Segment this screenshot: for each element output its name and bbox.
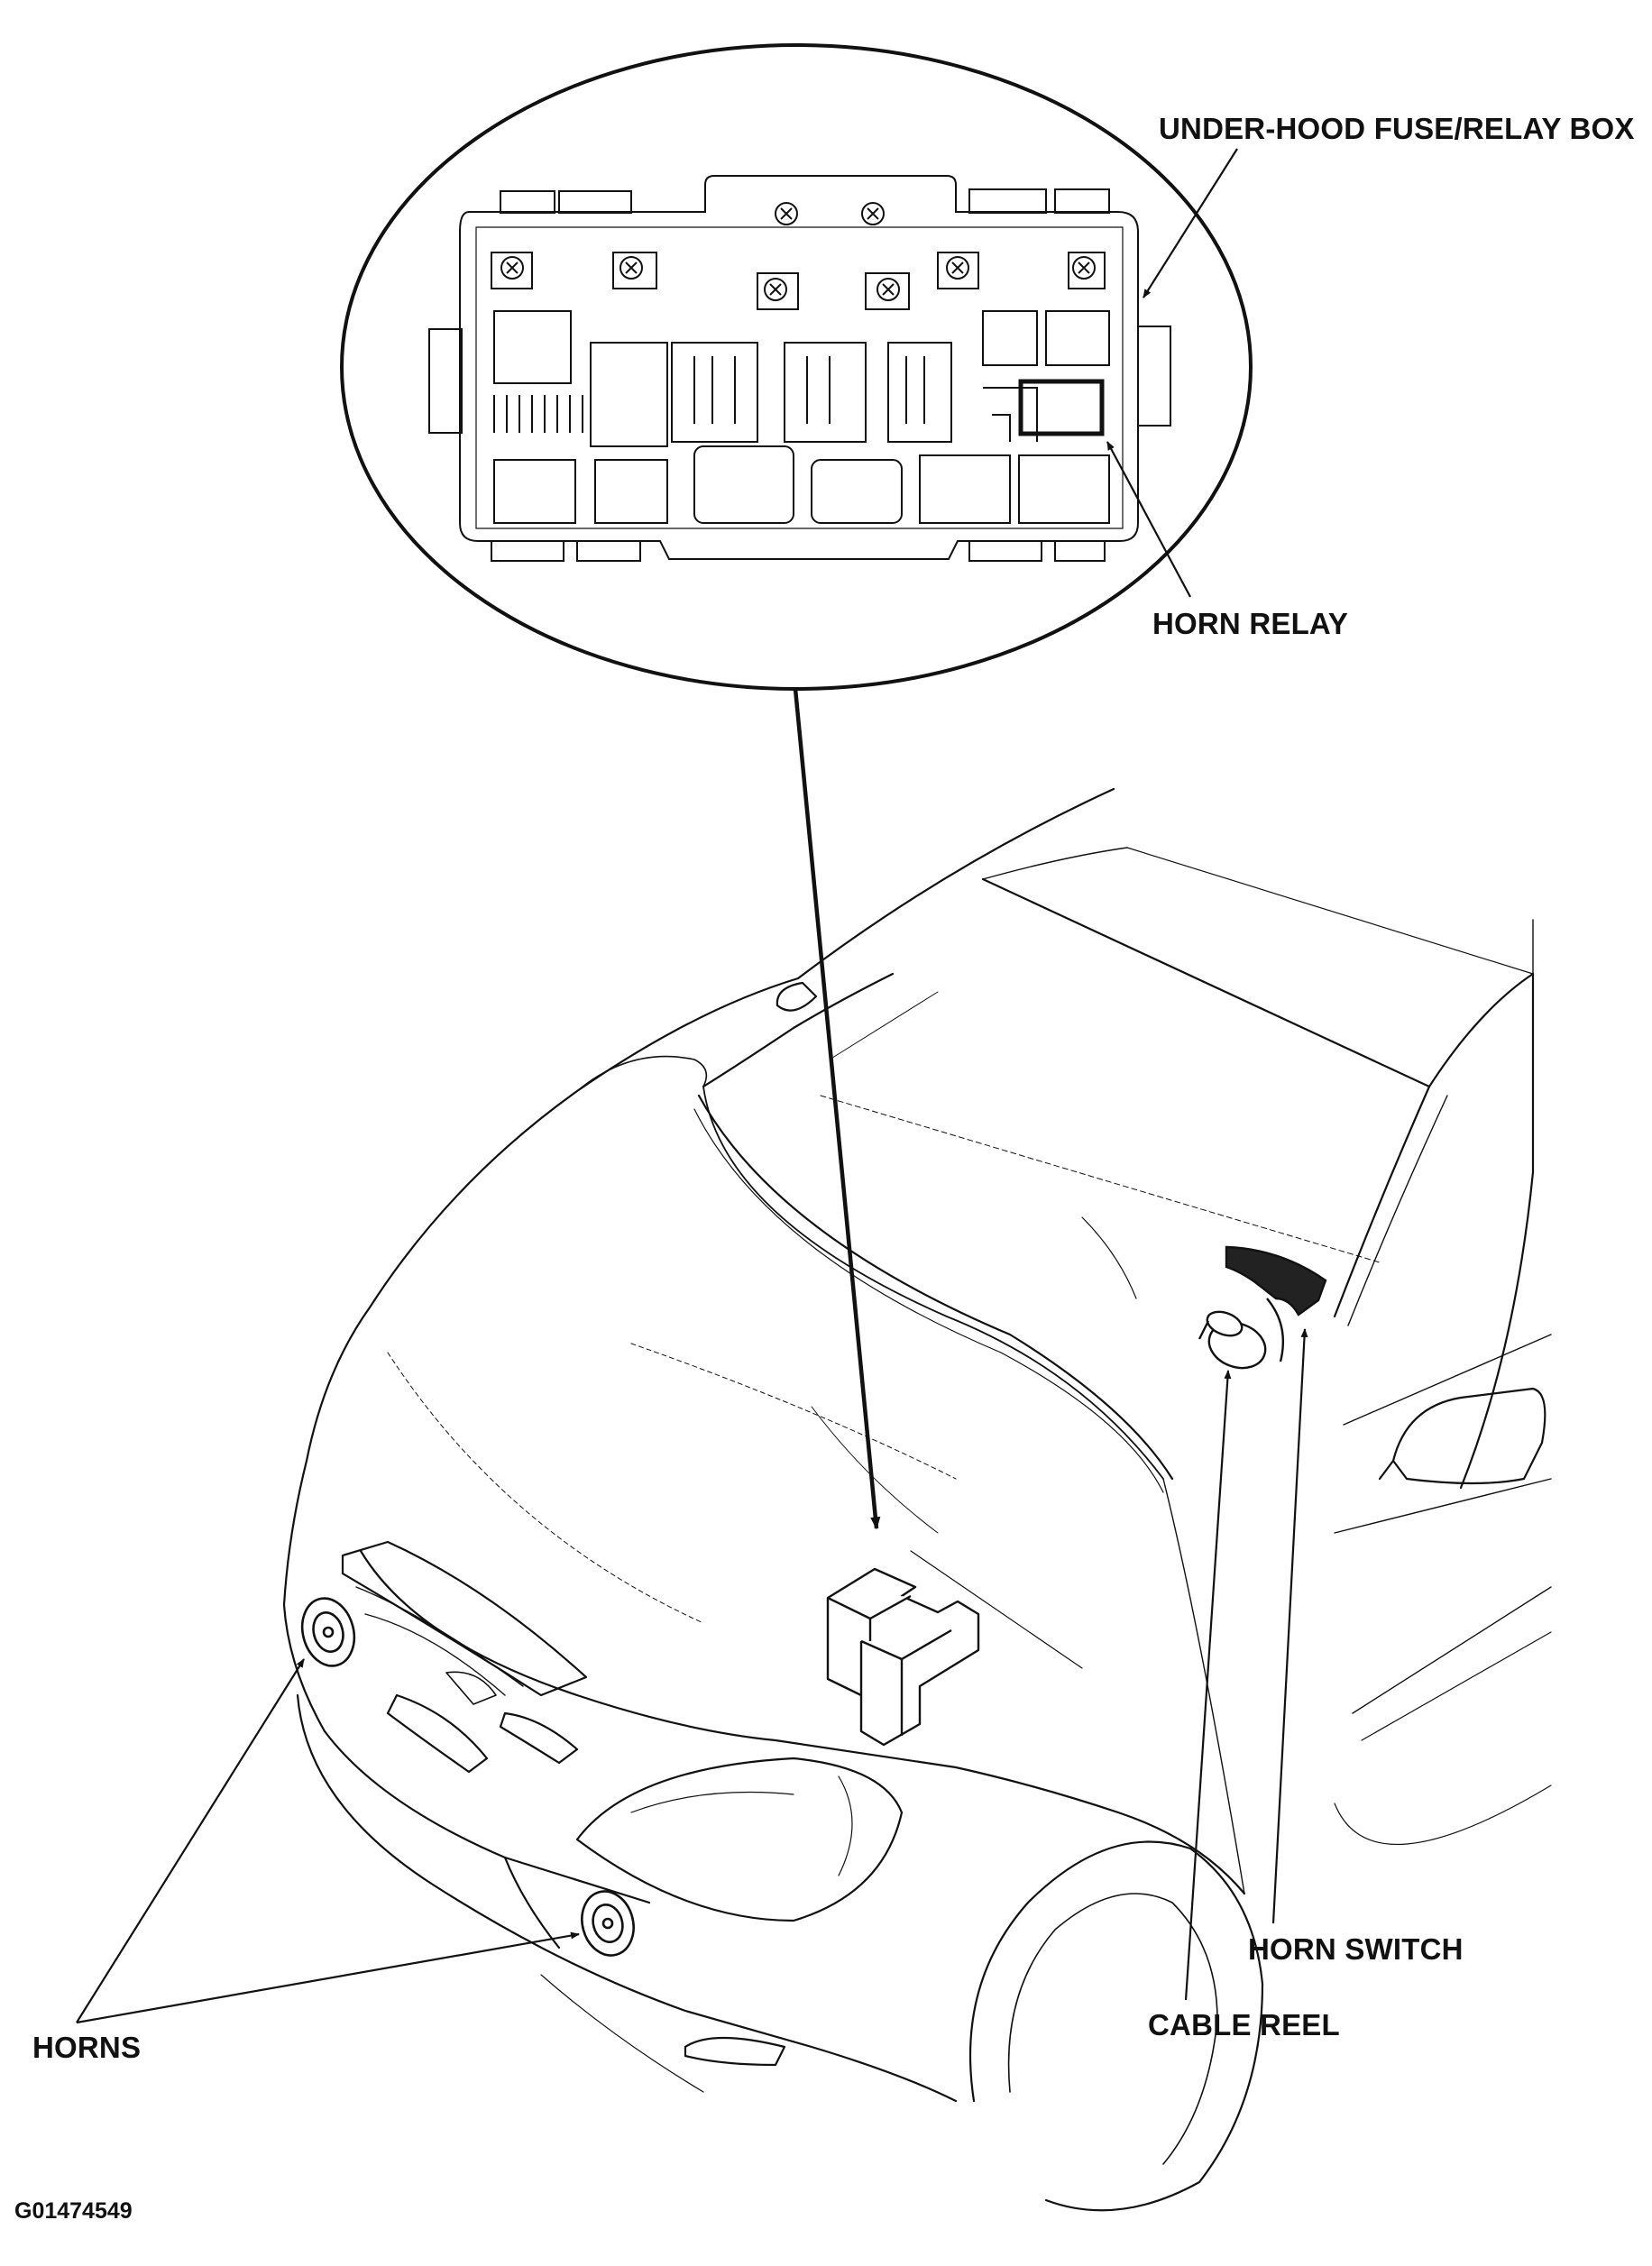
horn-relay-leader	[1106, 441, 1191, 598]
horns-leader-right	[76, 1931, 580, 2024]
fuse-relay-box	[428, 175, 1171, 562]
horn-switch	[1225, 1245, 1327, 1362]
horn-right	[581, 1890, 635, 1957]
label-horn-relay: HORN RELAY	[1152, 607, 1349, 640]
horns-leader-left	[76, 1658, 305, 2023]
horn-left	[300, 1597, 356, 1667]
under-hood-fuse-relay-box-location	[826, 1567, 980, 1747]
label-cable-reel: CABLE REEL	[1148, 2008, 1340, 2041]
label-horns: HORNS	[32, 2031, 142, 2064]
vehicle-outline	[282, 787, 1552, 2212]
leader-lines	[76, 148, 1308, 2024]
label-under-hood-fuse-relay-box: UNDER-HOOD FUSE/RELAY BOX	[1159, 112, 1635, 145]
cable-reel	[1198, 1310, 1267, 1370]
horn-switch-leader	[1271, 1328, 1308, 1924]
cable-reel-leader	[1184, 1370, 1232, 2001]
label-horn-switch: HORN SWITCH	[1248, 1932, 1464, 1966]
horn-relay-slot	[1018, 379, 1105, 436]
inset-to-box-arrow	[793, 688, 881, 1530]
inset-callout	[340, 43, 1253, 691]
figure-id: G01474549	[14, 2198, 133, 2224]
inset-ellipse	[340, 43, 1253, 691]
fuse-box-leader	[1143, 148, 1238, 298]
